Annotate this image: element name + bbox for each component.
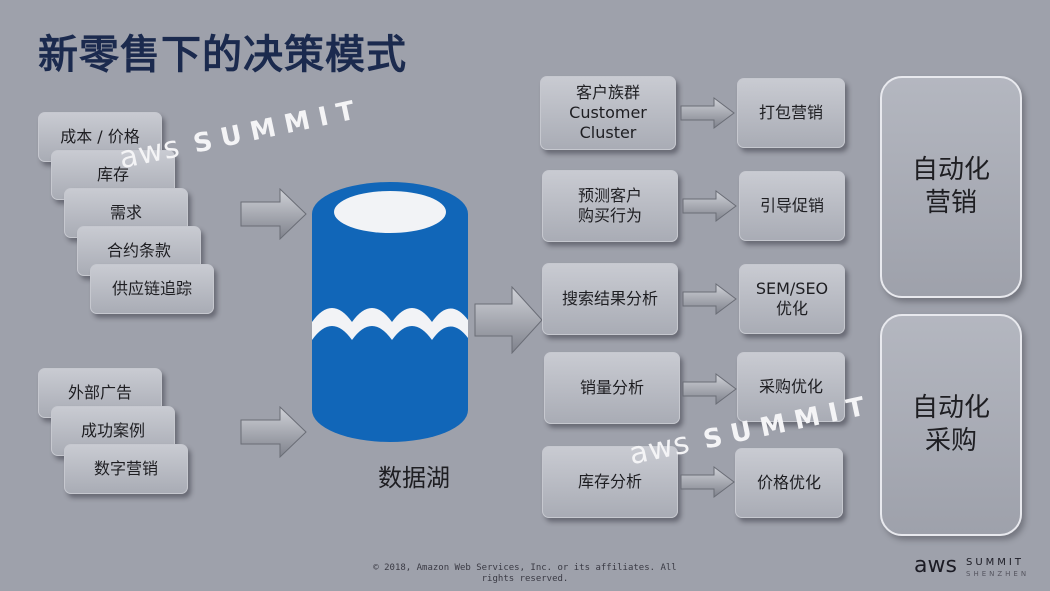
data-lake-label: 数据湖 xyxy=(378,464,450,492)
arrow-right-icon xyxy=(682,283,737,315)
action-guided-promotion: 引导促销 xyxy=(739,171,845,241)
outcome-automated-purchasing: 自动化 采购 xyxy=(880,314,1022,536)
analysis-search-results: 搜索结果分析 xyxy=(542,263,678,335)
arrow-right-icon xyxy=(682,190,737,222)
action-bundle-marketing: 打包营销 xyxy=(737,78,845,148)
action-sem-seo-optimization: SEM/SEO 优化 xyxy=(739,264,845,334)
analysis-sales-volume: 销量分析 xyxy=(544,352,680,424)
input-card-digital-marketing: 数字营销 xyxy=(64,444,188,494)
outcome-automated-marketing: 自动化 营销 xyxy=(880,76,1022,298)
arrow-right-icon xyxy=(680,466,735,498)
arrow-right-icon xyxy=(474,286,543,354)
action-price-optimization: 价格优化 xyxy=(735,448,843,518)
analysis-customer-cluster: 客户族群 Customer Cluster xyxy=(540,76,676,150)
action-purchase-optimization: 采购优化 xyxy=(737,352,845,422)
copyright-footer: © 2018, Amazon Web Services, Inc. or its… xyxy=(373,563,677,584)
data-lake-cylinder-icon xyxy=(312,182,468,442)
arrow-right-icon xyxy=(240,406,307,458)
arrow-right-icon xyxy=(680,97,735,129)
arrow-right-icon xyxy=(240,188,307,240)
input-card-supply-chain-tracking: 供应链追踪 xyxy=(90,264,214,314)
arrow-right-icon xyxy=(682,373,737,405)
analysis-predict-purchase: 预测客户 购买行为 xyxy=(542,170,678,242)
slide-title: 新零售下的决策模式 xyxy=(38,32,407,78)
analysis-inventory: 库存分析 xyxy=(542,446,678,518)
